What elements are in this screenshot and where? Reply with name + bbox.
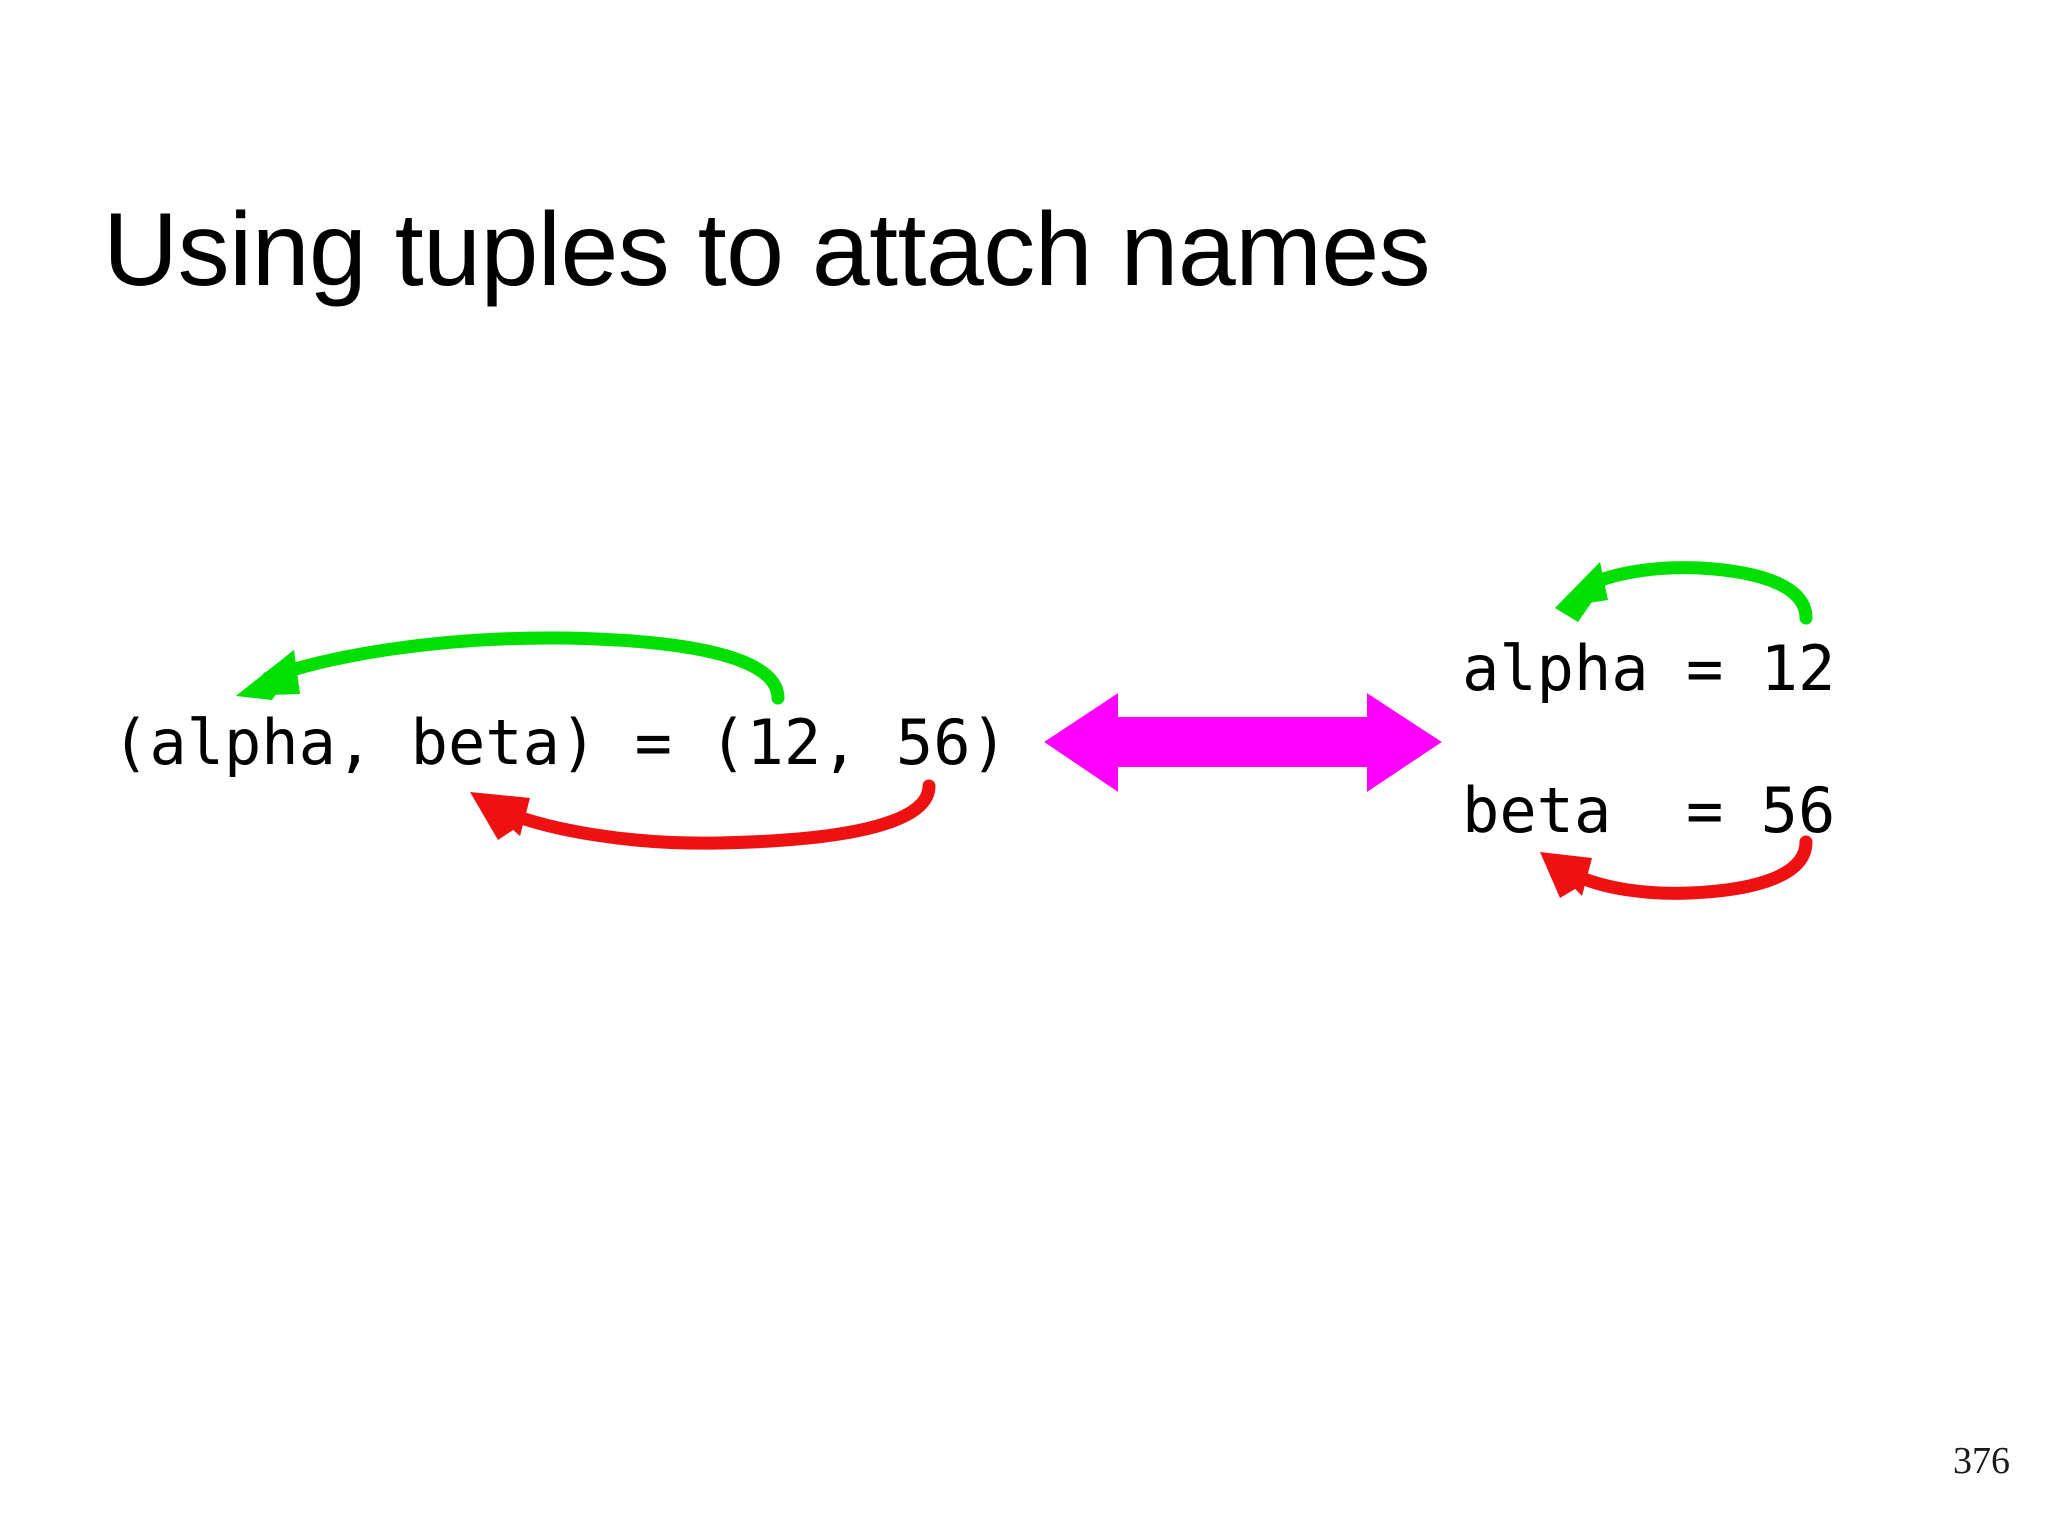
beta-assignment-code: beta = 56 [1462,774,1836,847]
beta-mapping-arrow-left [470,779,936,850]
tuple-assignment-code: (alpha, beta) = (12, 56) [112,706,1008,779]
alpha-mapping-arrow-right [1555,561,1813,625]
alpha-assignment-code: alpha = 12 [1462,632,1836,705]
page-title: Using tuples to attach names [103,191,1431,308]
beta-mapping-arrow-right [1540,835,1813,900]
equivalence-double-arrow-icon [1044,693,1442,792]
page-number: 376 [1953,1440,2010,1482]
alpha-mapping-arrow-left [236,631,785,705]
